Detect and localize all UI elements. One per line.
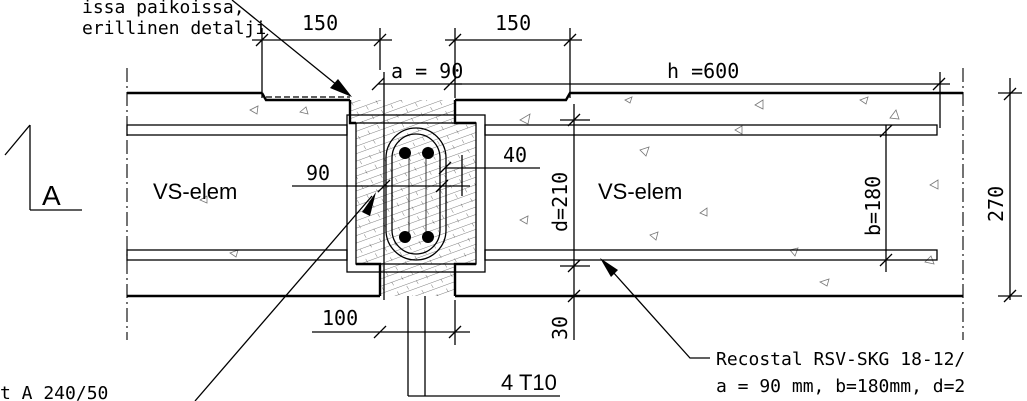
rebar-label: 4 T10: [501, 370, 557, 395]
rebar-bottom-right: [422, 231, 434, 243]
dim-100: 100: [312, 300, 470, 345]
joint-edge-right-bottom: [453, 262, 476, 296]
joint-edge-left-bottom: [356, 262, 382, 296]
leader-bottom-right: [603, 261, 710, 359]
dim-top-150-left: 150: [252, 11, 392, 98]
rebar-bottom-left: [399, 231, 411, 243]
arrowhead-top-left: [330, 79, 352, 97]
dim-text-a: a = 90: [391, 59, 463, 83]
dim-90-inner: 90: [292, 161, 470, 193]
stirrup: [385, 127, 447, 261]
recostal-profile: [126, 124, 938, 261]
slab-outline: [127, 91, 963, 298]
joint-grout-texture: [350, 100, 476, 296]
rebar-top-right: [422, 147, 434, 159]
dim-b-180: b=180: [861, 124, 893, 272]
rebar-top-left: [399, 147, 411, 159]
dim-text-40: 40: [503, 143, 527, 167]
note-bottom-right-line2: a = 90 mm, b=180mm, d=2: [716, 376, 965, 397]
dim-text-b: b=180: [861, 176, 885, 236]
dim-d-210: d=210: [548, 104, 590, 300]
element-label-right: VS-elem: [598, 179, 682, 204]
dim-40: 40: [438, 143, 540, 196]
leader-top-left: [231, 0, 349, 95]
leader-bottom-left: [194, 195, 373, 401]
dim-text-30: 30: [548, 316, 572, 340]
note-bottom-left: t A 240/50: [0, 383, 108, 401]
note-bottom-right-line1: Recostal RSV-SKG 18-12/: [716, 349, 965, 370]
arrowhead-bottom-left: [362, 192, 376, 216]
element-label-left: VS-elem: [153, 179, 237, 204]
dim-h-600: h =600: [455, 59, 950, 128]
dim-text-150-left: 150: [302, 11, 338, 35]
joint-edge-right-top: [453, 100, 476, 125]
joint-edge-left-top: [348, 100, 356, 125]
dim-270: 270: [984, 78, 1022, 303]
dim-text-270: 270: [984, 186, 1008, 222]
dim-text-90: 90: [306, 161, 330, 185]
dim-text-100: 100: [322, 306, 358, 330]
dim-30: 30: [548, 289, 581, 340]
note-top-left-line1: issa paikoissa,: [82, 0, 245, 18]
dim-text-h: h =600: [667, 59, 739, 83]
note-top-left-line2: erillinen detalji: [82, 18, 266, 39]
section-mark-text: A: [42, 180, 61, 211]
dim-text-d: d=210: [548, 172, 572, 232]
rebar-leg: [407, 296, 560, 397]
dim-a-90: a = 90: [371, 59, 463, 300]
section-mark-a: A: [4, 124, 82, 211]
dim-text-150-right: 150: [495, 11, 531, 35]
arrowhead-bottom-right: [600, 258, 618, 277]
dim-top-150-right: 150: [445, 11, 582, 98]
